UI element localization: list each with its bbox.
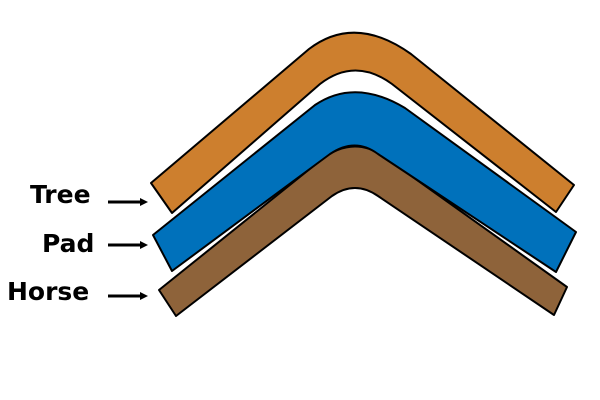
horse-label: Horse [7, 277, 89, 306]
tree-label: Tree [30, 180, 91, 209]
tree-label-group: Tree [30, 180, 148, 209]
pad-label: Pad [42, 229, 94, 258]
tree-arrow [108, 198, 148, 206]
pad-arrow [108, 241, 148, 249]
tree-layer-band [150, 31, 575, 214]
pad-label-group: Pad [42, 229, 148, 258]
pad-layer-band [152, 91, 577, 273]
horse-arrow [108, 292, 148, 300]
horse-label-group: Horse [7, 277, 148, 306]
